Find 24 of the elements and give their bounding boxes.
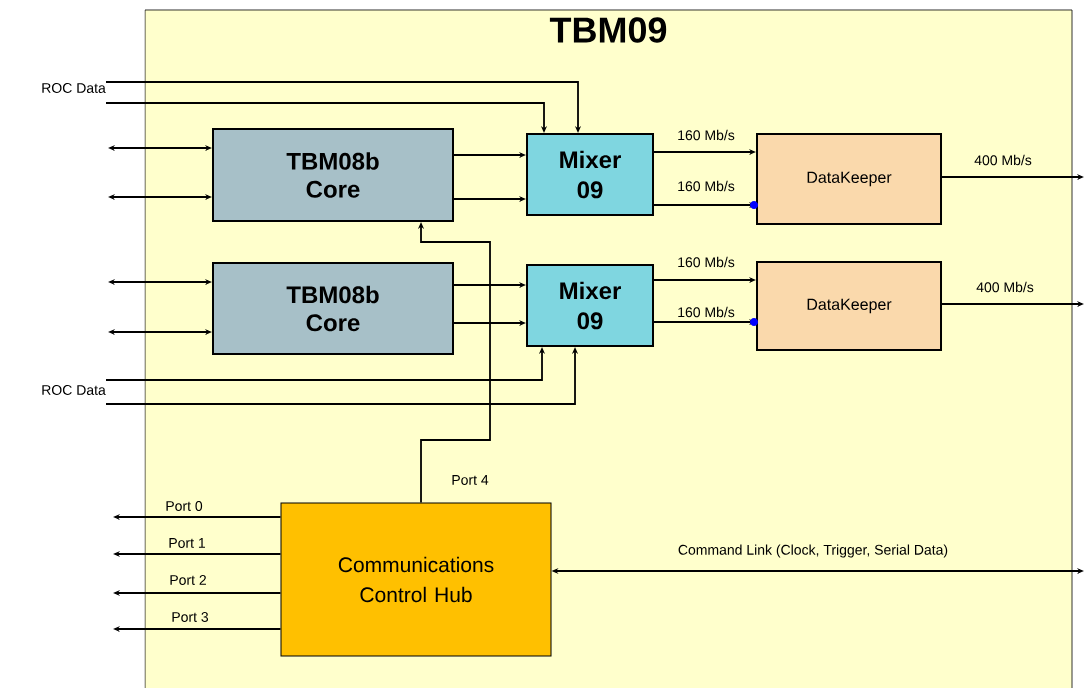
signal-label: ROC Data	[42, 385, 106, 395]
arrow	[108, 193, 212, 201]
arrow	[653, 318, 758, 326]
arrow	[105, 81, 582, 133]
edge-label: Port 3	[170, 611, 210, 623]
arrow	[108, 328, 212, 336]
arrow	[653, 201, 758, 209]
core-box: TBM08b Core	[212, 262, 454, 355]
edge-label: Port 0	[164, 500, 204, 512]
core-box: TBM08b Core	[212, 128, 454, 222]
datakeeper-box: DataKeeper	[756, 133, 942, 225]
datakeeper-box: DataKeeper	[756, 261, 942, 351]
edge-label: Port 4	[450, 474, 490, 486]
arrow	[105, 102, 548, 133]
mixer-box: Mixer 09	[526, 264, 654, 347]
arrow	[108, 278, 212, 286]
edge-label: Port 2	[168, 574, 208, 586]
edge-label: Command Link (Clock, Trigger, Serial Data)	[676, 543, 950, 559]
edge-label: Port 1	[167, 537, 207, 549]
mixer-box: Mixer 09	[526, 133, 654, 216]
arrow	[417, 222, 491, 504]
signal-label: ROC Data	[42, 83, 106, 93]
hub-box: Communications Control Hub	[280, 502, 552, 657]
arrow	[108, 144, 212, 152]
